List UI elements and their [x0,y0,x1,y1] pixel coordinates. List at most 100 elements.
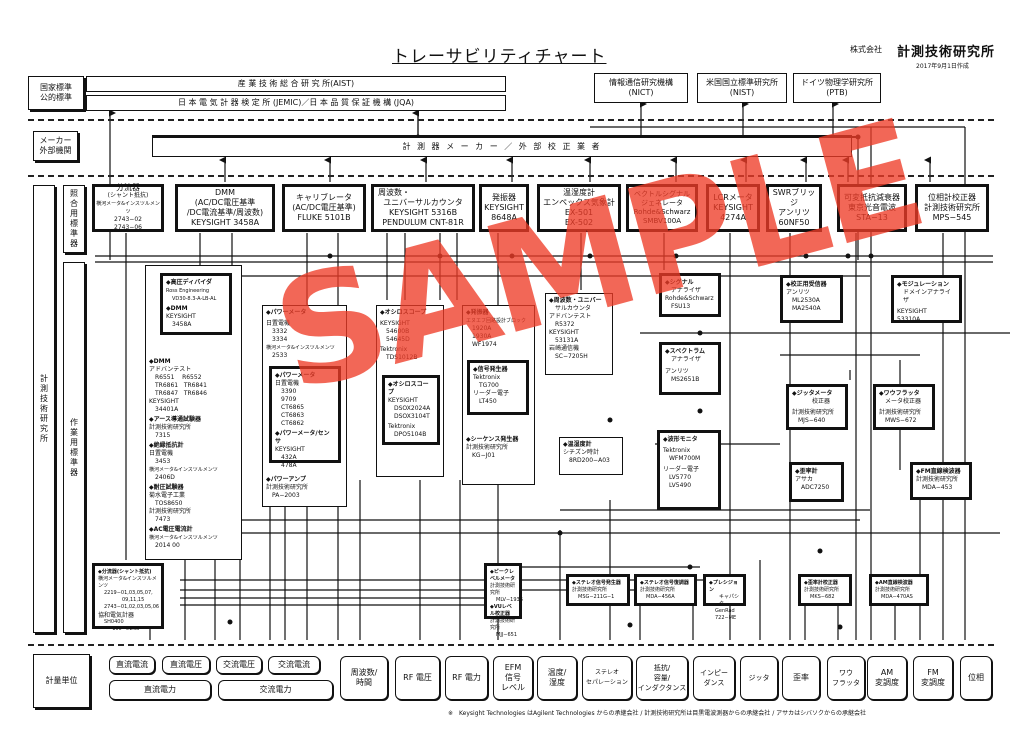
text: アナライザ [671,356,701,363]
text: 横河メータ&インスツルメンツ [98,576,157,589]
separator-maker [28,175,994,177]
text: 校正器 [812,398,831,405]
ws-fm-detector: ◆FM直線検波器 計測技術研究所 MDA−453 [910,462,972,500]
text: ◆波形モニタ [663,436,698,443]
unit-rf-voltage: RF 電圧 [395,656,440,700]
text: ◆校正用受信器 [786,281,827,288]
text: 日置電機 [275,380,300,387]
text: KEYSIGHT [484,203,524,212]
text: MS2651B [671,376,700,383]
text: MA2540A [792,305,821,312]
text: EX-502 [564,218,594,227]
row-label-national: 国家標準 公的標準 [28,76,84,110]
text: ◆AM直線検波器 [875,580,913,586]
text: 3390 [281,388,297,395]
text: 2533 [272,352,288,359]
text: 計測技術研究所 [149,508,192,515]
company-name: 計測技術研究所 [897,45,996,60]
ws-distortion-meter: ◆歪率計 アサカ ADC7250 [789,462,844,502]
text: 7473 [155,516,171,523]
unit-efm-signal-level: EFM 信号 レベル [493,656,533,700]
ws-signal-gen-inner: ◆信号発生器 Tektronix TG700 リーダー電子 LT450 [467,360,529,415]
text: ◆アース導通試験器 [149,416,201,423]
ws-waveform-monitor: ◆波形モニタ Tektronix WFM700M リーダー電子 LV5770 L… [657,430,721,510]
unit-frequency-time: 周波数/ 時間 [340,656,388,700]
text: ML2530A [792,297,820,304]
ws-shunt: ◆分流器(シャント抵抗) 横河メータ&インスツルメンツ 2219−01,03,0… [92,563,164,632]
text: ◆DMM [166,305,188,312]
text: CT6862 [281,420,305,427]
unit-rf-power: RF 電力 [445,656,488,700]
text: ◆ピークレベルメータ [490,569,516,582]
text: ◆ステレオ信号復調器 [640,580,689,586]
text: アドバンテスト [549,313,592,320]
ref-lcr-meter: LCRメータ KEYSIGHT 4274A [706,184,760,232]
unit-dc-voltage: 直流電圧 [162,656,210,674]
text: Tektronix [473,374,501,381]
ref-phase-calibrator: 位相計校正器 計測技術研究所 MPS−545 [915,184,989,232]
ws-precision-capacitor: ◆プレシジョン キャパシタ GenRad 722−ME [703,574,746,621]
row-label-maker: メーカー 外部機関 [33,131,78,161]
text: ◆分流器(シャント抵抗) [98,569,152,575]
text: TR6861 TR6841 [155,382,207,389]
text: 54645D [386,336,410,343]
unit-ac-current: 交流電流 [268,656,320,674]
text: 温湿度計 [563,188,595,197]
text: 3453 [155,458,171,465]
text: 東京光音電波 [848,203,896,212]
text: 計測技術研究所 [879,409,922,416]
text: 計測技術研究所 [924,203,980,212]
text: 横河メータ&インスツルメンツ [266,345,335,351]
unit-distortion: 歪率 [782,656,820,700]
text: VD30-8.3-A-LB-AL [172,296,217,302]
ref-vector-signal-gen: ベクトルシグナル ジェネレータ Rohde&Schwarz SMBV100A [626,184,698,232]
text: SC−7205H [555,353,588,360]
jemic-jqa-box: 日 本 電 気 計 器 検 定 所 (JEMIC)／日 本 品 質 保 証 機 … [86,95,506,111]
text: KEYSIGHT [275,446,305,453]
text: ◆パワーメータ [266,309,307,316]
ws-am-detector: ◆AM直線検波器 計測技術研究所 MDA−470AS [869,574,929,606]
text: KEYSIGHT [713,203,753,212]
text: ◆パワーメータ [275,372,316,379]
text: Tektronix [663,447,691,454]
text: アドバンテスト [149,366,192,373]
text: 計測技術研究所 [490,618,516,631]
aist-box: 産 業 技 術 総 合 研 究 所(AIST) [86,76,506,92]
text: ◆オシロスコープ [388,381,429,396]
text: 8648A [491,213,517,222]
text: FLUKE 5101B [297,213,351,222]
text: 計測技術研究所 [792,409,835,416]
text: 1930A [472,333,492,340]
text: KEYSIGHT 3458A [190,218,260,227]
text: 60NF50 [778,218,810,227]
text: /DC電流基準/周波数) [186,208,264,217]
text: 4274A [720,213,746,222]
text: ◆パワーメータ/センサ [275,430,330,445]
text: ◆シグナル [665,279,694,286]
text: PENDULUM CNT-81R [382,218,464,227]
unit-am-modulation: AM 変調度 [867,656,907,700]
text: ◆歪率計校正器 [804,580,838,586]
text: ◆FM直線検波器 [916,468,961,475]
text: 722−ME [715,615,737,621]
text: 横河メータ&インスツルメンツ [149,467,218,473]
text: WF1974 [472,341,497,348]
maker-bar: 計 測 器 メ ー カ ー ／ 外 部 校 正 業 者 [152,137,852,157]
text: −100−01NS [108,626,140,632]
text: 横河メータ&インスツルメンツ [96,201,160,215]
text: MSG−211G−1 [578,594,615,600]
text: リーダー電子 [473,390,510,397]
text: DSOX3104T [394,413,430,420]
text: ユニバーサルカウンタ [383,198,463,207]
text: 計測技術研究所 [466,444,509,451]
sequence-gen-text: ◆シーケンス発生器 計測技術研究所 KG−J01 [466,436,518,460]
text: ◆絶縁抵抗計 [149,442,184,449]
text: アナライザ [671,287,701,294]
footnote: ※ Keysight Technologies はAgilent Technol… [448,710,866,717]
text: キャパシタ [719,594,740,607]
text: R6551 R6552 [155,374,202,381]
text: 2743−06 [114,224,142,231]
text: ベクトルシグナル [634,190,690,198]
power-amp-text: ◆パワーアンプ 計測技術研究所 PA−2003 [266,476,308,500]
text: 菊水電子工業 [149,492,186,499]
